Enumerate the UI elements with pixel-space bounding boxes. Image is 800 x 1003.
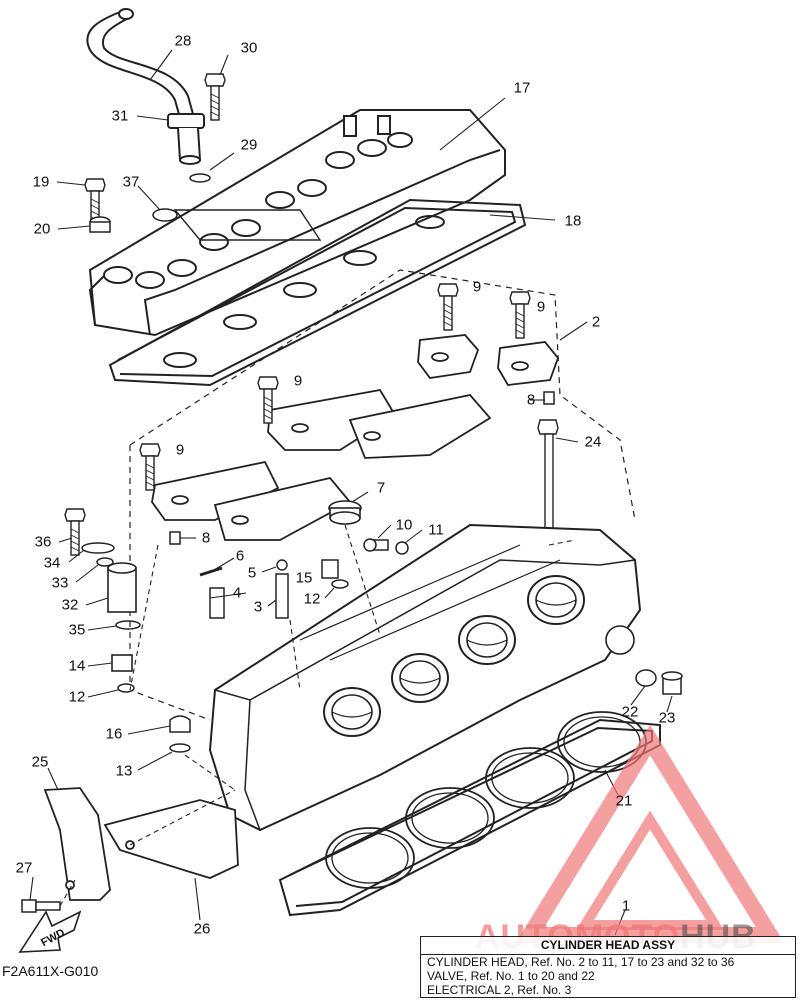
callout-32: 32: [61, 596, 79, 614]
washer-22: [635, 669, 657, 687]
bolt-30: [204, 73, 226, 121]
bore-4: [527, 575, 585, 625]
callout-20: 20: [33, 220, 51, 238]
callout-13: 13: [115, 762, 133, 780]
bolt-9d: [139, 443, 161, 491]
bore-1: [323, 687, 381, 737]
callout-11: 11: [428, 521, 444, 539]
legend-line-2: VALVE, Ref. No. 1 to 20 and 22: [427, 969, 595, 983]
legend-line-3: ELECTRICAL 2, Ref. No. 3: [427, 983, 572, 997]
callout-1: 1: [621, 897, 631, 915]
callout-31: 31: [111, 107, 129, 125]
washer-12a: [331, 579, 349, 589]
callout-10: 10: [395, 516, 413, 534]
callout-9a: 9: [472, 278, 482, 296]
leader-lines: [29, 49, 673, 936]
plug-23: [661, 671, 683, 695]
callout-23: 23: [658, 709, 676, 727]
callout-36: 36: [34, 533, 52, 551]
bolt-24: [537, 419, 559, 545]
callout-28: 28: [174, 32, 192, 50]
callout-19: 19: [32, 173, 50, 191]
callout-35: 35: [68, 621, 86, 639]
callout-37: 37: [122, 173, 140, 191]
legend-title: CYLINDER HEAD ASSY: [421, 937, 795, 955]
callout-2: 2: [591, 313, 601, 331]
callout-21: 21: [615, 792, 633, 810]
callout-8b: 8: [201, 529, 211, 547]
callout-33: 33: [51, 574, 69, 592]
callout-9b: 9: [536, 298, 546, 316]
washer-13: [169, 743, 191, 753]
callout-17: 17: [513, 79, 531, 97]
callout-18: 18: [564, 212, 582, 230]
callout-34: 34: [43, 554, 61, 572]
valve-cover: [88, 109, 506, 337]
breather-hose: [86, 8, 205, 165]
sleeve-32: [107, 562, 137, 613]
callout-26: 26: [193, 920, 211, 938]
watermark-logo: [515, 724, 785, 943]
washer-11: [395, 541, 409, 555]
fwd-arrow-icon: [18, 910, 82, 953]
callout-4: 4: [232, 584, 242, 602]
o-ring-29: [189, 173, 211, 183]
bolt-27: [21, 899, 61, 913]
o-ring-35: [115, 620, 141, 630]
callout-27: 27: [15, 859, 33, 877]
part-15: [321, 559, 339, 579]
gasket-ring-3: [485, 747, 575, 809]
callout-3: 3: [253, 598, 263, 616]
bore-3: [458, 615, 516, 665]
seal-37: [152, 208, 178, 222]
callout-14: 14: [68, 657, 86, 675]
callout-9c: 9: [293, 372, 303, 390]
part-5: [276, 559, 288, 571]
nut-16: [169, 715, 191, 733]
callout-30: 30: [240, 39, 258, 57]
part-3: [275, 573, 289, 619]
callout-5: 5: [247, 564, 257, 582]
callout-6: 6: [235, 547, 245, 565]
callout-29: 29: [240, 136, 258, 154]
callout-22: 22: [621, 703, 639, 721]
legend-line-1: CYLINDER HEAD, Ref. No. 2 to 11, 17 to 2…: [427, 955, 735, 969]
gasket-ring-2: [405, 787, 495, 849]
washer-34: [81, 542, 115, 554]
spring-6: [199, 566, 223, 577]
legend-box: CYLINDER HEAD ASSY CYLINDER HEAD, Ref. N…: [420, 936, 796, 998]
callout-16: 16: [105, 725, 123, 743]
part-4: [209, 587, 225, 619]
part-14: [111, 654, 133, 672]
bracket-25: [43, 787, 111, 901]
callout-12b: 12: [68, 688, 86, 706]
cam-caps: [151, 334, 560, 541]
dowel-8a: [543, 391, 555, 405]
part-33: [96, 557, 114, 567]
washer-12b: [117, 683, 135, 693]
bolt-9b: [509, 291, 531, 339]
callout-24: 24: [584, 433, 602, 451]
diagram-ref-code: F2A611X-G010: [2, 963, 99, 979]
callout-7: 7: [376, 479, 386, 497]
oil-cap-7: [328, 500, 362, 525]
callout-15: 15: [295, 569, 313, 587]
callout-8a: 8: [526, 391, 536, 409]
callout-12a: 12: [303, 590, 321, 608]
bolt-9a: [437, 283, 459, 331]
bolt-10: [363, 538, 389, 552]
dowel-8b: [169, 531, 181, 545]
bracket-26: [103, 799, 239, 879]
boss-right: [605, 625, 635, 655]
bore-2: [391, 653, 449, 703]
callout-9d: 9: [175, 441, 185, 459]
callout-25: 25: [31, 753, 49, 771]
grommet-20: [89, 216, 111, 233]
